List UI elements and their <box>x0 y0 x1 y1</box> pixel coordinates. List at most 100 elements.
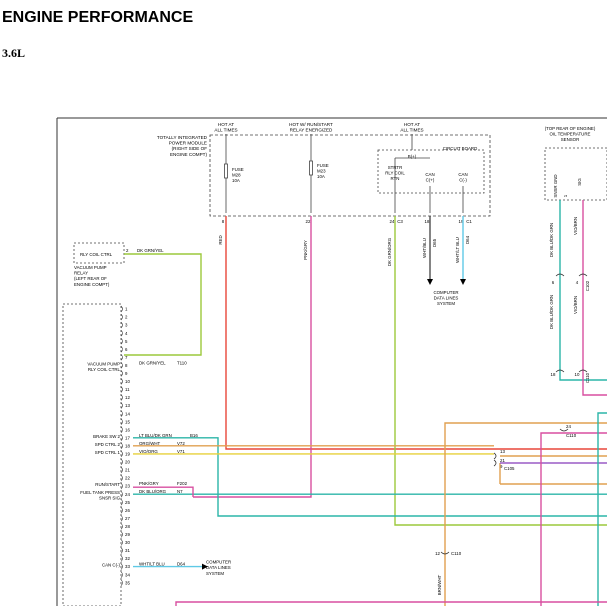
connector-icon <box>555 369 588 373</box>
connector-label: C110 <box>566 433 577 438</box>
circuit-label: D64 <box>465 235 470 244</box>
pin-number: 10 <box>575 372 580 377</box>
pin-bracket <box>120 410 123 417</box>
pin-bracket <box>120 450 123 458</box>
pin-number: 8 <box>125 363 128 368</box>
arrow-icon <box>202 563 208 570</box>
oil-temp-sensor-box <box>544 147 607 201</box>
computer-data-lines-label: SYSTEM <box>206 571 224 576</box>
pin-number: 21 <box>125 468 130 473</box>
pin-number: 19 <box>459 219 464 224</box>
pin-bracket <box>120 507 123 514</box>
pin-number: 14 <box>125 411 130 416</box>
pcm-pin-label: FUEL TANK PRESS <box>80 490 120 495</box>
computer-data-lines-label: COMPUTER <box>206 560 231 565</box>
oil-temp-sensor-label: OIL TEMPERATURE <box>550 132 591 137</box>
pin-number: 15 <box>125 419 130 424</box>
hot-at-all-times-label: ALL TIMES <box>400 128 423 133</box>
circuit-label: V72 <box>177 441 185 446</box>
fuse-label: 10A <box>232 178 240 183</box>
wire-color-label: VIO/BRN <box>573 296 578 314</box>
pin-number: 16 <box>125 427 130 432</box>
pin-number: 19 <box>125 452 130 457</box>
red-wire <box>225 216 607 450</box>
circuit-board-label: CIRCUIT BOARD <box>443 146 478 151</box>
connector-icon <box>440 551 450 555</box>
tipm-label: (RIGHT SIDE OF <box>172 146 208 151</box>
pin-number: 27 <box>125 516 130 521</box>
connector-label: C1 <box>466 219 472 224</box>
pin-bracket <box>120 426 123 433</box>
page-title: ENGINE PERFORMANCE <box>2 9 194 26</box>
pin-number: 18 <box>125 443 130 448</box>
wire-color-label: DK GRN/ORG <box>387 237 392 266</box>
connector-icon <box>559 428 569 432</box>
arrow-icon <box>460 279 466 285</box>
pin-bracket <box>120 498 123 506</box>
fuse-label: 10A <box>317 174 325 179</box>
pin-number: 18 <box>425 219 430 224</box>
connector-label: C102 <box>585 280 590 291</box>
wire-color-label: BRN/WHT <box>437 574 442 595</box>
fuse-label: FUSE <box>317 163 329 168</box>
pin-number: 24 <box>566 424 571 429</box>
pin-bracket <box>120 362 123 369</box>
pin-number: 32 <box>125 556 130 561</box>
circuit-label: B16 <box>190 433 198 438</box>
pin-bracket <box>120 378 123 385</box>
pin-number: 18 <box>551 372 556 377</box>
tipm-label: POWER MODULE <box>169 141 207 146</box>
pin-bracket <box>120 346 123 353</box>
pin-number: 3 <box>125 323 128 328</box>
pink-route <box>540 432 607 606</box>
pin-number: 20 <box>125 460 130 465</box>
vacuum-relay-label: RELAY <box>74 271 88 276</box>
oil-temp-sensor-label: (TOP REAR OF ENGINE) <box>545 126 596 131</box>
orange-route <box>444 422 607 606</box>
pin-number: 7 <box>125 355 128 360</box>
pin-number: 22 <box>306 219 311 224</box>
connector-label: C105 <box>504 466 515 471</box>
dk-grn-org-wire <box>394 216 607 526</box>
pin-number: 12 <box>125 395 130 400</box>
tipm-box <box>209 134 491 217</box>
teal-route <box>597 412 607 606</box>
tipm-label: ENGINE COMPT) <box>170 152 207 157</box>
hot-run-start-label: RELAY ENERGIZED <box>290 128 333 133</box>
pin-number: 13 <box>500 449 505 454</box>
hot-at-all-times-label: ALL TIMES <box>214 128 237 133</box>
wire-color-label: DK BLU/DK GRN <box>549 223 554 257</box>
pin-number: 31 <box>125 548 130 553</box>
vacuum-relay-label: VACUUM PUMP <box>74 265 107 270</box>
pin-number: 6 <box>552 280 555 285</box>
pin-bracket <box>120 386 123 393</box>
wire-color-label: VIO/BRN <box>573 217 578 235</box>
pin-bracket <box>120 531 123 538</box>
pcm-pin-label: RUN/START <box>95 482 120 487</box>
wire-color-label: DK GRN/YEL <box>139 360 166 365</box>
pin-number: 1 <box>125 307 128 312</box>
pin-bracket <box>120 442 123 450</box>
hot-at-all-times-label: HOT AT <box>404 122 420 127</box>
wire-color-label: DK BLU/DK GRN <box>549 295 554 329</box>
sensor-pin-label: SNSR GND <box>553 174 558 197</box>
dk-grn-yel-wire <box>124 253 202 356</box>
fuse-label: FUSE <box>232 167 244 172</box>
fuse-icon <box>224 163 228 179</box>
pin-bracket <box>120 434 123 442</box>
pin-number: 23 <box>125 484 130 489</box>
pcm-pin-label: SPD CTRL 2 <box>95 442 121 447</box>
connector-label: C3 <box>397 219 403 224</box>
pin-bracket <box>120 321 123 329</box>
wire-color-label: WHT/LT BLU <box>139 562 165 567</box>
pcm-pin-label: BRAKE SW 2 <box>93 434 120 439</box>
wire-color-label: PNK/GRY <box>139 481 159 486</box>
pin-number: 4 <box>125 331 128 336</box>
can-minus-label: CAN <box>458 172 467 177</box>
pin-number: 22 <box>125 476 130 481</box>
pin-number: 10 <box>125 379 130 384</box>
pcm-pin-label: RLY COIL CTRL <box>88 367 121 372</box>
pin-number: 6 <box>125 347 128 352</box>
circuit-label: F202 <box>177 481 188 486</box>
pin-bracket <box>120 402 123 409</box>
